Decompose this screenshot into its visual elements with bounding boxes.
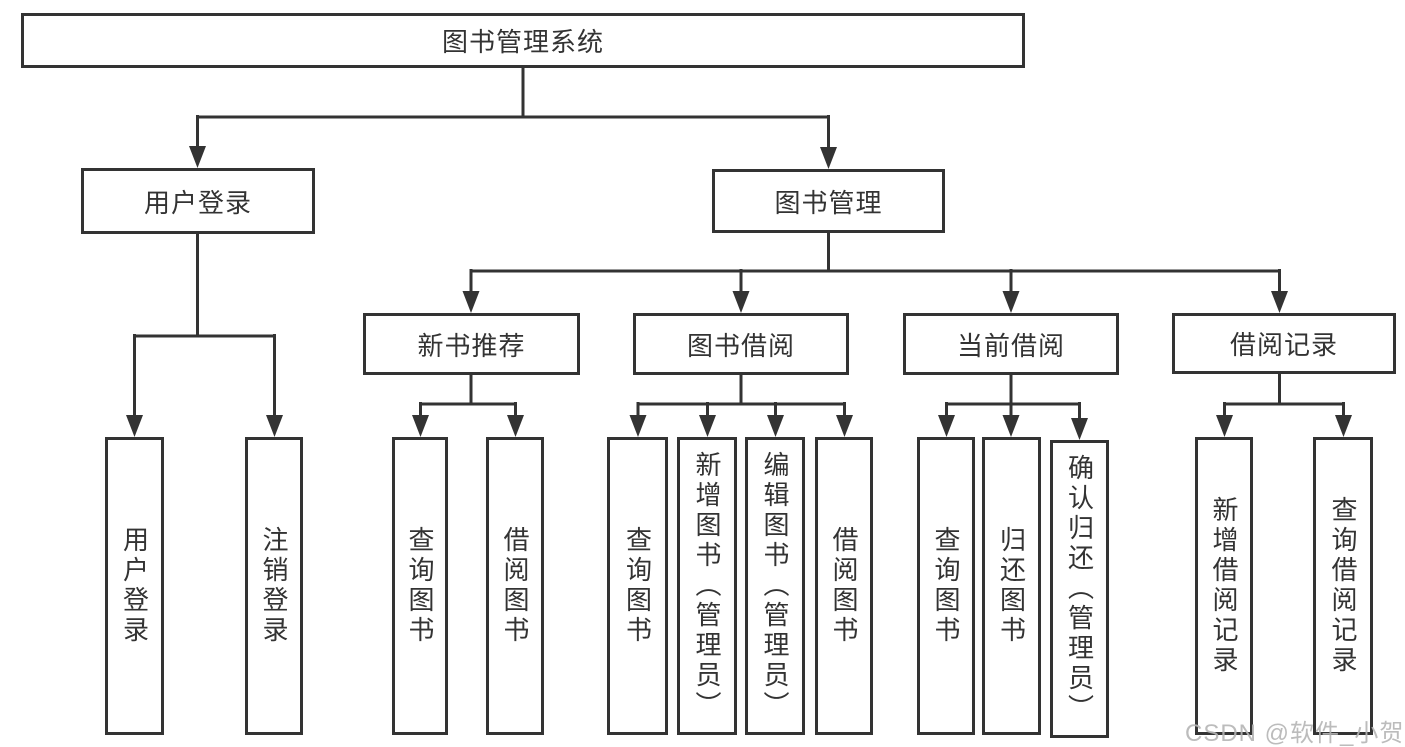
leaf-cb-query-books: 查询图书 — [917, 437, 975, 735]
node-book-mgmt: 图书管理 — [712, 169, 945, 233]
connector-borrow-records-branch — [1223, 374, 1345, 416]
node-current-borrow: 当前借阅 — [903, 313, 1119, 375]
leaf-br-query-record: 查询借阅记录 — [1313, 437, 1373, 735]
connector-user-login-branch — [133, 234, 276, 416]
arrowheads-root-branch — [189, 146, 837, 169]
connector-book-mgmt-branch — [469, 233, 1281, 292]
arrowheads-user-login-branch — [126, 415, 283, 437]
node-root: 图书管理系统 — [21, 13, 1025, 68]
arrowheads-new-book-rec-branch — [412, 415, 524, 437]
leaf-logout: 注销登录 — [245, 437, 303, 735]
leaf-bb-query-books: 查询图书 — [607, 437, 668, 735]
node-user-login: 用户登录 — [81, 168, 315, 234]
arrowheads-book-borrow-branch — [629, 415, 853, 437]
leaf-user-login: 用户登录 — [105, 437, 164, 735]
arrowheads-borrow-records-branch — [1216, 415, 1352, 437]
arrowheads-book-mgmt-branch — [462, 291, 1288, 313]
leaf-br-add-record: 新增借阅记录 — [1195, 437, 1253, 735]
leaf-bb-add-books-admin: 新增图书（管理员） — [677, 437, 737, 735]
node-borrow-records: 借阅记录 — [1172, 313, 1396, 374]
node-book-borrow: 图书借阅 — [633, 313, 849, 375]
connector-current-borrow-branch — [945, 374, 1081, 419]
leaf-nbr-borrow-books: 借阅图书 — [486, 437, 544, 735]
connector-new-book-rec-branch — [419, 375, 517, 416]
csdn-watermark: CSDN @软件_小贺同学 — [1185, 720, 1405, 747]
leaf-nbr-query-books: 查询图书 — [392, 437, 448, 735]
connector-book-borrow-branch — [636, 375, 846, 416]
node-new-book-rec: 新书推荐 — [363, 313, 580, 375]
connector-root-branch — [196, 68, 830, 148]
leaf-bb-edit-books-admin: 编辑图书（管理员） — [745, 437, 805, 735]
leaf-cb-confirm-return-admin: 确认归还（管理员） — [1050, 440, 1109, 738]
leaf-bb-borrow-books: 借阅图书 — [815, 437, 873, 735]
leaf-cb-return-books: 归还图书 — [982, 437, 1041, 735]
